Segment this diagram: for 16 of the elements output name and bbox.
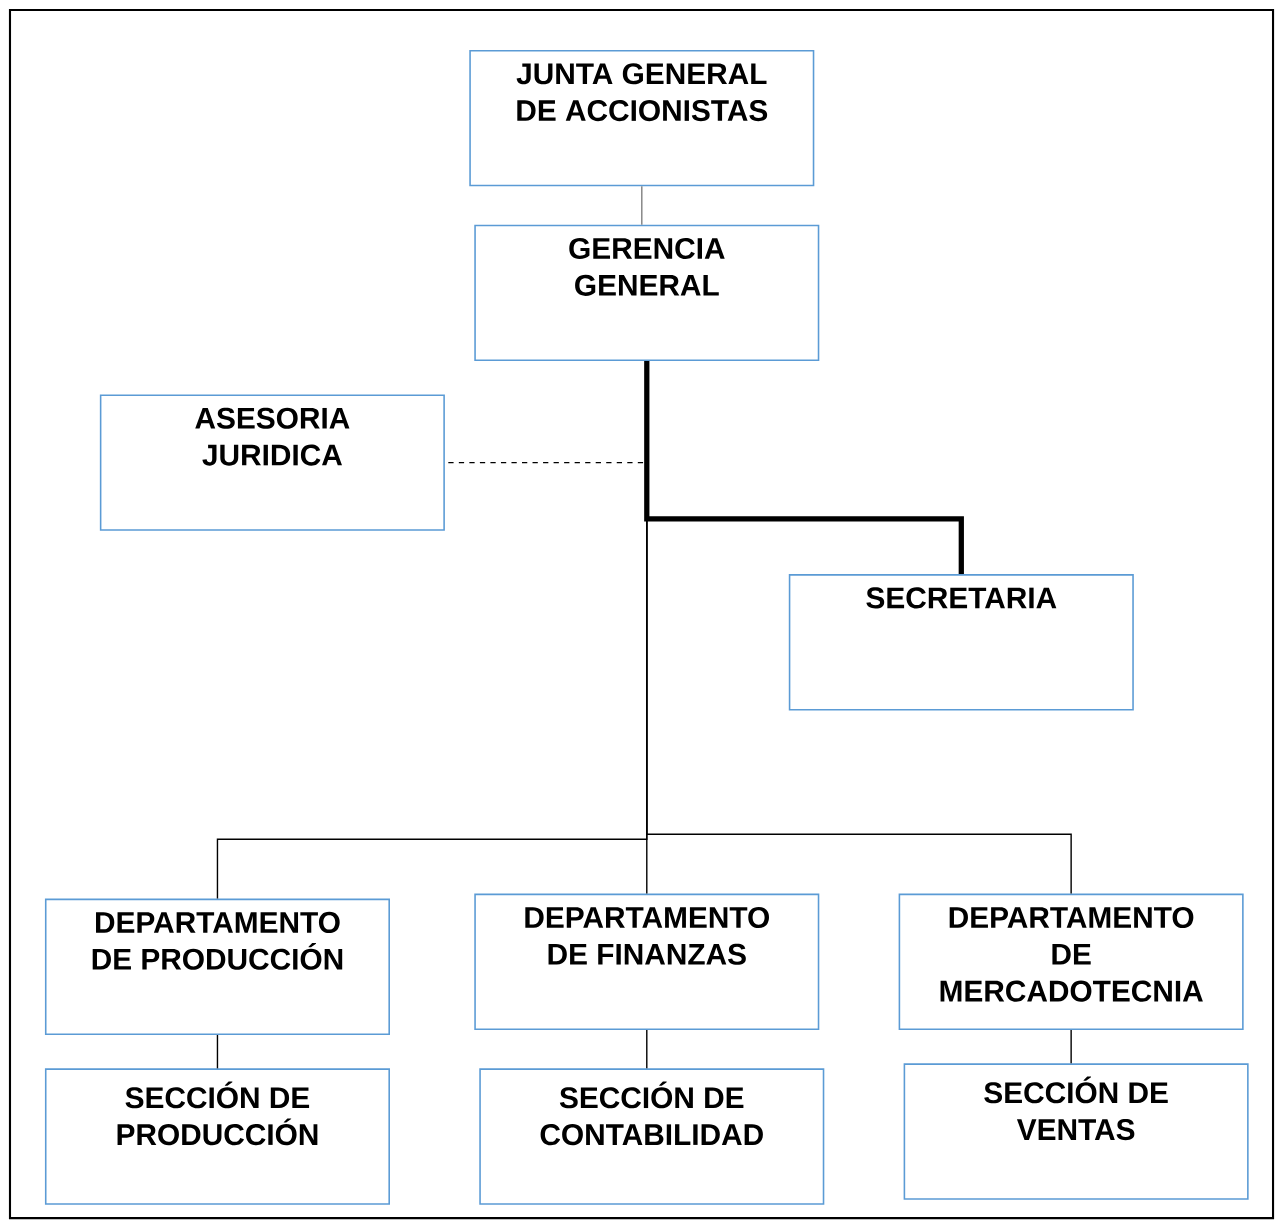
connector-line [646,360,1072,895]
org-box: DEPARTAMENTO DE FINANZAS [474,893,820,1030]
org-box: ASESORIA JURIDICA [99,394,445,531]
org-box: GERENCIA GENERAL [474,224,820,361]
connector-line [641,185,643,226]
org-box: DEPARTAMENTO DE MERCADOTECNIA [898,893,1244,1030]
org-box: SECCIÓN DE VENTAS [903,1063,1249,1200]
org-box: SECRETARIA [788,574,1134,711]
org-box: SECCIÓN DE PRODUCCIÓN [44,1068,390,1205]
org-box: JUNTA GENERAL DE ACCIONISTAS [469,49,815,187]
connector-line [216,1034,219,1069]
connector-line [644,361,964,575]
connector-line [1070,1029,1072,1064]
org-box: SECCIÓN DE CONTABILIDAD [479,1068,825,1205]
connector-line [646,1029,648,1069]
org-box: DEPARTAMENTO DE PRODUCCIÓN [44,898,390,1035]
